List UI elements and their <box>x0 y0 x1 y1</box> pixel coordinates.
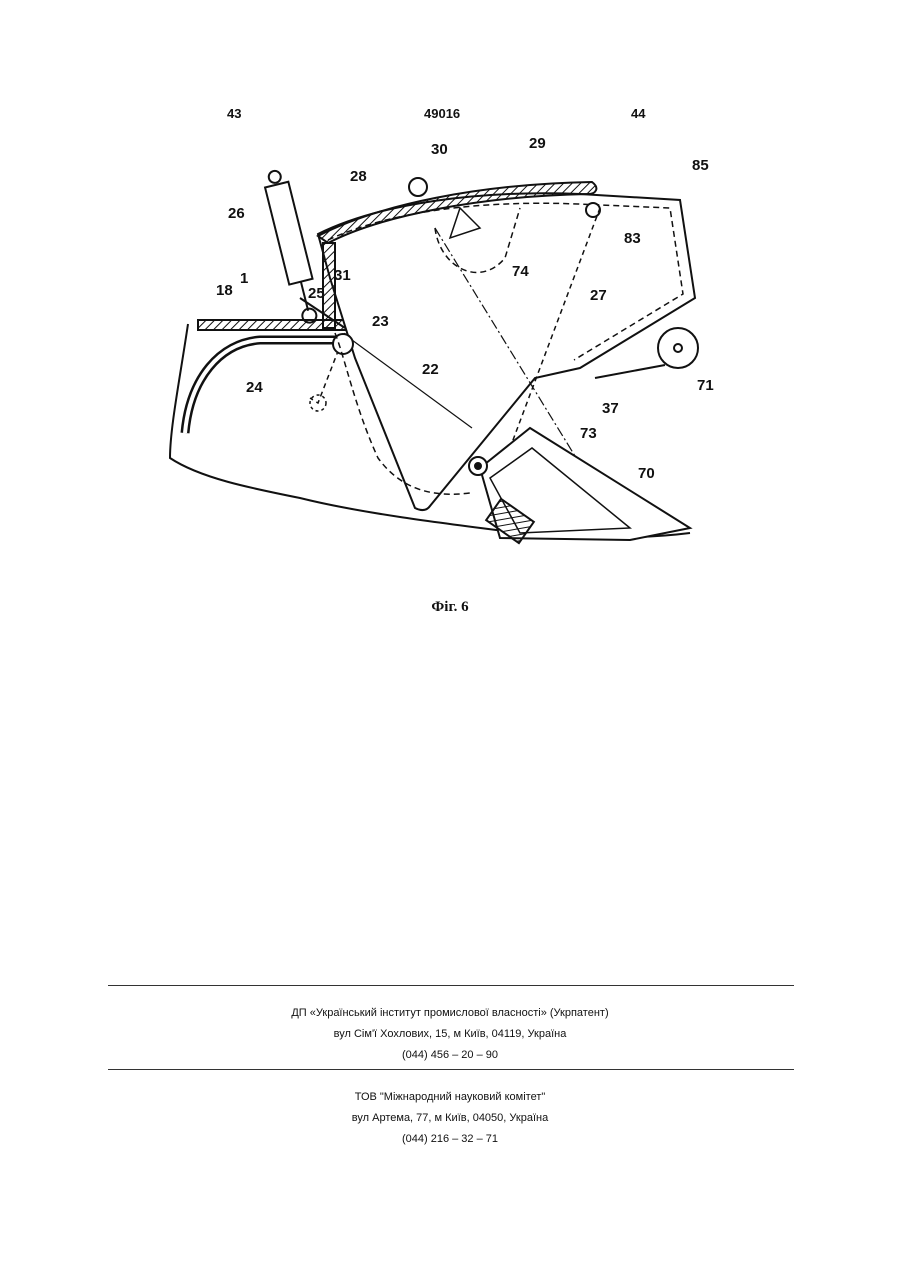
label-83: 83 <box>624 230 641 247</box>
publisher-name: ДП «Український інститут промислової вла… <box>0 1003 900 1024</box>
label-31: 31 <box>334 267 351 284</box>
printer-address: вул Артема, 77, м Київ, 04050, Україна <box>0 1108 900 1129</box>
label-74: 74 <box>512 263 529 280</box>
label-71: 71 <box>697 377 714 394</box>
publisher-phone: (044) 456 – 20 – 90 <box>0 1045 900 1066</box>
printer-phone: (044) 216 – 32 – 71 <box>0 1129 900 1150</box>
patent-figure-drawing: 26 1 18 25 24 28 30 29 85 83 74 27 31 23… <box>160 128 720 558</box>
page-number-right: 44 <box>631 106 645 121</box>
footer-divider-bottom <box>108 1069 794 1070</box>
page-number-left: 43 <box>227 106 241 121</box>
label-25: 25 <box>308 285 325 302</box>
label-26: 26 <box>228 205 245 222</box>
label-73: 73 <box>580 425 597 442</box>
label-37: 37 <box>602 400 619 417</box>
label-23: 23 <box>372 313 389 330</box>
label-27: 27 <box>590 287 607 304</box>
publisher-block: ДП «Український інститут промислової вла… <box>0 1003 900 1066</box>
curved-wall-24 <box>185 340 345 433</box>
label-70: 70 <box>638 465 655 482</box>
label-1: 1 <box>240 270 248 287</box>
publisher-address: вул Сім'ї Хохлових, 15, м Київ, 04119, У… <box>0 1024 900 1045</box>
figure-caption: Фіг. 6 <box>0 599 900 616</box>
roller-83 <box>586 203 600 217</box>
roller-71 <box>658 328 698 368</box>
footer-divider-top <box>108 985 794 986</box>
printer-name: ТОВ "Міжнародний науковий комітет" <box>0 1087 900 1108</box>
wall-31 <box>323 243 335 328</box>
label-30: 30 <box>431 141 448 158</box>
printer-block: ТОВ "Міжнародний науковий комітет" вул А… <box>0 1087 900 1150</box>
label-22: 22 <box>422 361 439 378</box>
patent-number: 49016 <box>424 106 460 121</box>
label-85: 85 <box>692 157 709 174</box>
label-24: 24 <box>246 379 263 396</box>
roller-30 <box>409 178 427 196</box>
label-28: 28 <box>350 168 367 185</box>
label-18: 18 <box>216 282 233 299</box>
label-29: 29 <box>529 135 546 152</box>
